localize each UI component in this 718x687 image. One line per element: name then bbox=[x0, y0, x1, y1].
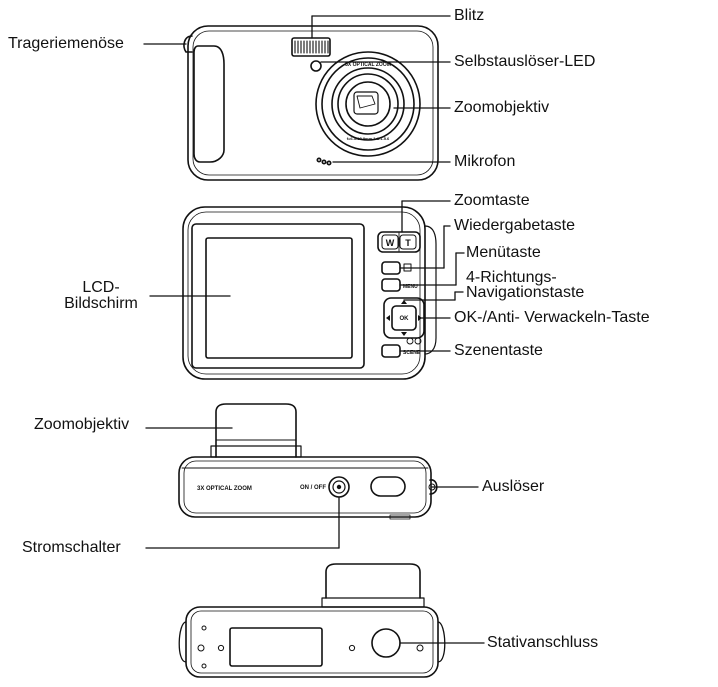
zoom-rocker bbox=[377, 231, 421, 253]
back-body bbox=[182, 206, 426, 380]
self-timer-led bbox=[310, 60, 322, 72]
label-lcd-line1: LCD- bbox=[82, 279, 120, 296]
label-trageriemenoese: Trageriemenöse bbox=[8, 35, 124, 52]
label-selbstausloeser-led: Selbstauslöser-LED bbox=[454, 53, 596, 70]
label-navigation-line1: 4-Richtungs- bbox=[466, 269, 557, 286]
top-lens-barrel bbox=[215, 403, 297, 458]
label-ausloeser: Auslöser bbox=[482, 478, 545, 495]
camera-back-view bbox=[182, 206, 437, 380]
microphone-hole bbox=[326, 160, 332, 166]
top-body bbox=[178, 456, 432, 518]
microphone-hole bbox=[316, 157, 322, 163]
bottom-body bbox=[185, 606, 439, 678]
label-zoomtaste: Zoomtaste bbox=[454, 192, 530, 209]
label-lcd-line2: Bildschirm bbox=[64, 295, 138, 312]
zoom-t-text: T bbox=[405, 238, 411, 248]
label-zoomobjektiv-top: Zoomobjektiv bbox=[34, 416, 130, 433]
label-stativanschluss: Stativanschluss bbox=[487, 634, 599, 651]
camera-top-view bbox=[178, 403, 438, 520]
on-off-print: ON / OFF bbox=[300, 485, 326, 491]
bottom-lens-barrel bbox=[325, 563, 421, 599]
scene-key-text: SCENE bbox=[403, 350, 421, 356]
label-stromschalter: Stromschalter bbox=[22, 539, 121, 556]
front-body bbox=[187, 25, 439, 181]
top-strap-lug bbox=[429, 479, 438, 495]
label-blitz: Blitz bbox=[454, 7, 485, 24]
label-wiedergabetaste: Wiedergabetaste bbox=[454, 217, 575, 234]
playback-key bbox=[381, 261, 401, 275]
lcd-screen bbox=[205, 237, 353, 359]
camera-front-view bbox=[183, 25, 439, 181]
lens-ring-text: 3X OPTICAL ZOOM bbox=[345, 62, 391, 68]
label-navigation-line2: Navigationstaste bbox=[466, 284, 585, 301]
ok-key-text: OK bbox=[400, 316, 410, 322]
battery-door bbox=[229, 627, 323, 667]
ok-key bbox=[391, 305, 417, 331]
leader-lines bbox=[143, 15, 485, 644]
label-menuetaste: Menütaste bbox=[466, 244, 541, 261]
menu-key-text: MENU bbox=[403, 284, 418, 290]
microphone-hole bbox=[321, 159, 327, 165]
tripod-socket bbox=[371, 628, 401, 658]
label-ok-anti: OK-/Anti- Verwackeln-Taste bbox=[454, 309, 650, 326]
menu-key bbox=[381, 278, 401, 292]
front-grip bbox=[193, 45, 225, 163]
zoom-lens-outer bbox=[315, 51, 421, 157]
zoom-w-text: W bbox=[386, 238, 395, 248]
label-zoomobjektiv-front: Zoomobjektiv bbox=[454, 99, 550, 116]
camera-bottom-view bbox=[178, 563, 446, 678]
top-zoom-print: 3X OPTICAL ZOOM bbox=[197, 486, 252, 492]
label-szenentaste: Szenentaste bbox=[454, 342, 543, 359]
shutter-button bbox=[370, 476, 406, 497]
flash-window bbox=[291, 37, 331, 57]
scene-key bbox=[381, 344, 401, 358]
label-mikrofon: Mikrofon bbox=[454, 153, 516, 170]
lens-spec-text: f=6.3-18.9mm 1:3.1-5.6 bbox=[347, 136, 390, 141]
